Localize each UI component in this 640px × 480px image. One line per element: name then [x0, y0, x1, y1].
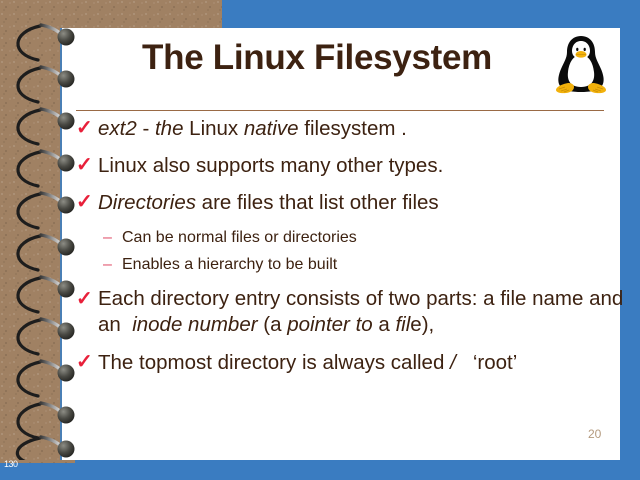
corner-label: 130	[4, 459, 18, 469]
title-divider-rule	[76, 110, 604, 111]
dash-icon: –	[103, 256, 112, 273]
bullet-text: Directories are files that list other fi…	[98, 191, 439, 214]
check-icon: ✓	[76, 154, 93, 176]
slide-body: ✓ ext2 - the Linux native filesystem . ✓…	[76, 116, 628, 387]
page-number: 20	[588, 427, 602, 441]
bullet-item: ✓ Each directory entry consists of two p…	[76, 287, 628, 338]
bullet-text: Each directory entry consists of two par…	[98, 287, 624, 336]
bullet-item: ✓ The topmost directory is always called…	[76, 350, 628, 375]
notebook-leather-top-strip	[0, 0, 222, 28]
sub-bullet-list: – Can be normal files or directories – E…	[76, 227, 628, 276]
tux-penguin-logo	[556, 36, 606, 94]
bullet-text: ext2 - the Linux native filesystem .	[98, 117, 407, 140]
sub-bullet-item: – Enables a hierarchy to be built	[103, 254, 628, 276]
bullet-item: ✓ ext2 - the Linux native filesystem .	[76, 116, 628, 141]
page-binding-edge	[60, 28, 62, 460]
check-icon: ✓	[76, 117, 93, 139]
sub-bullet-text: Enables a hierarchy to be built	[122, 256, 338, 273]
bullet-text: The topmost directory is always called /…	[98, 351, 518, 374]
slide-title: The Linux Filesystem	[142, 38, 492, 77]
sub-bullet-text: Can be normal files or directories	[122, 229, 357, 246]
bullet-item: ✓ Directories are files that list other …	[76, 190, 628, 215]
check-icon: ✓	[76, 351, 93, 373]
bullet-item: ✓ Linux also supports many other types.	[76, 153, 628, 178]
bullet-text: Linux also supports many other types.	[98, 154, 444, 177]
dash-icon: –	[103, 229, 112, 246]
check-icon: ✓	[76, 191, 93, 213]
notebook-page	[60, 28, 620, 460]
sub-bullet-item: – Can be normal files or directories	[103, 227, 628, 249]
check-icon: ✓	[76, 288, 93, 310]
